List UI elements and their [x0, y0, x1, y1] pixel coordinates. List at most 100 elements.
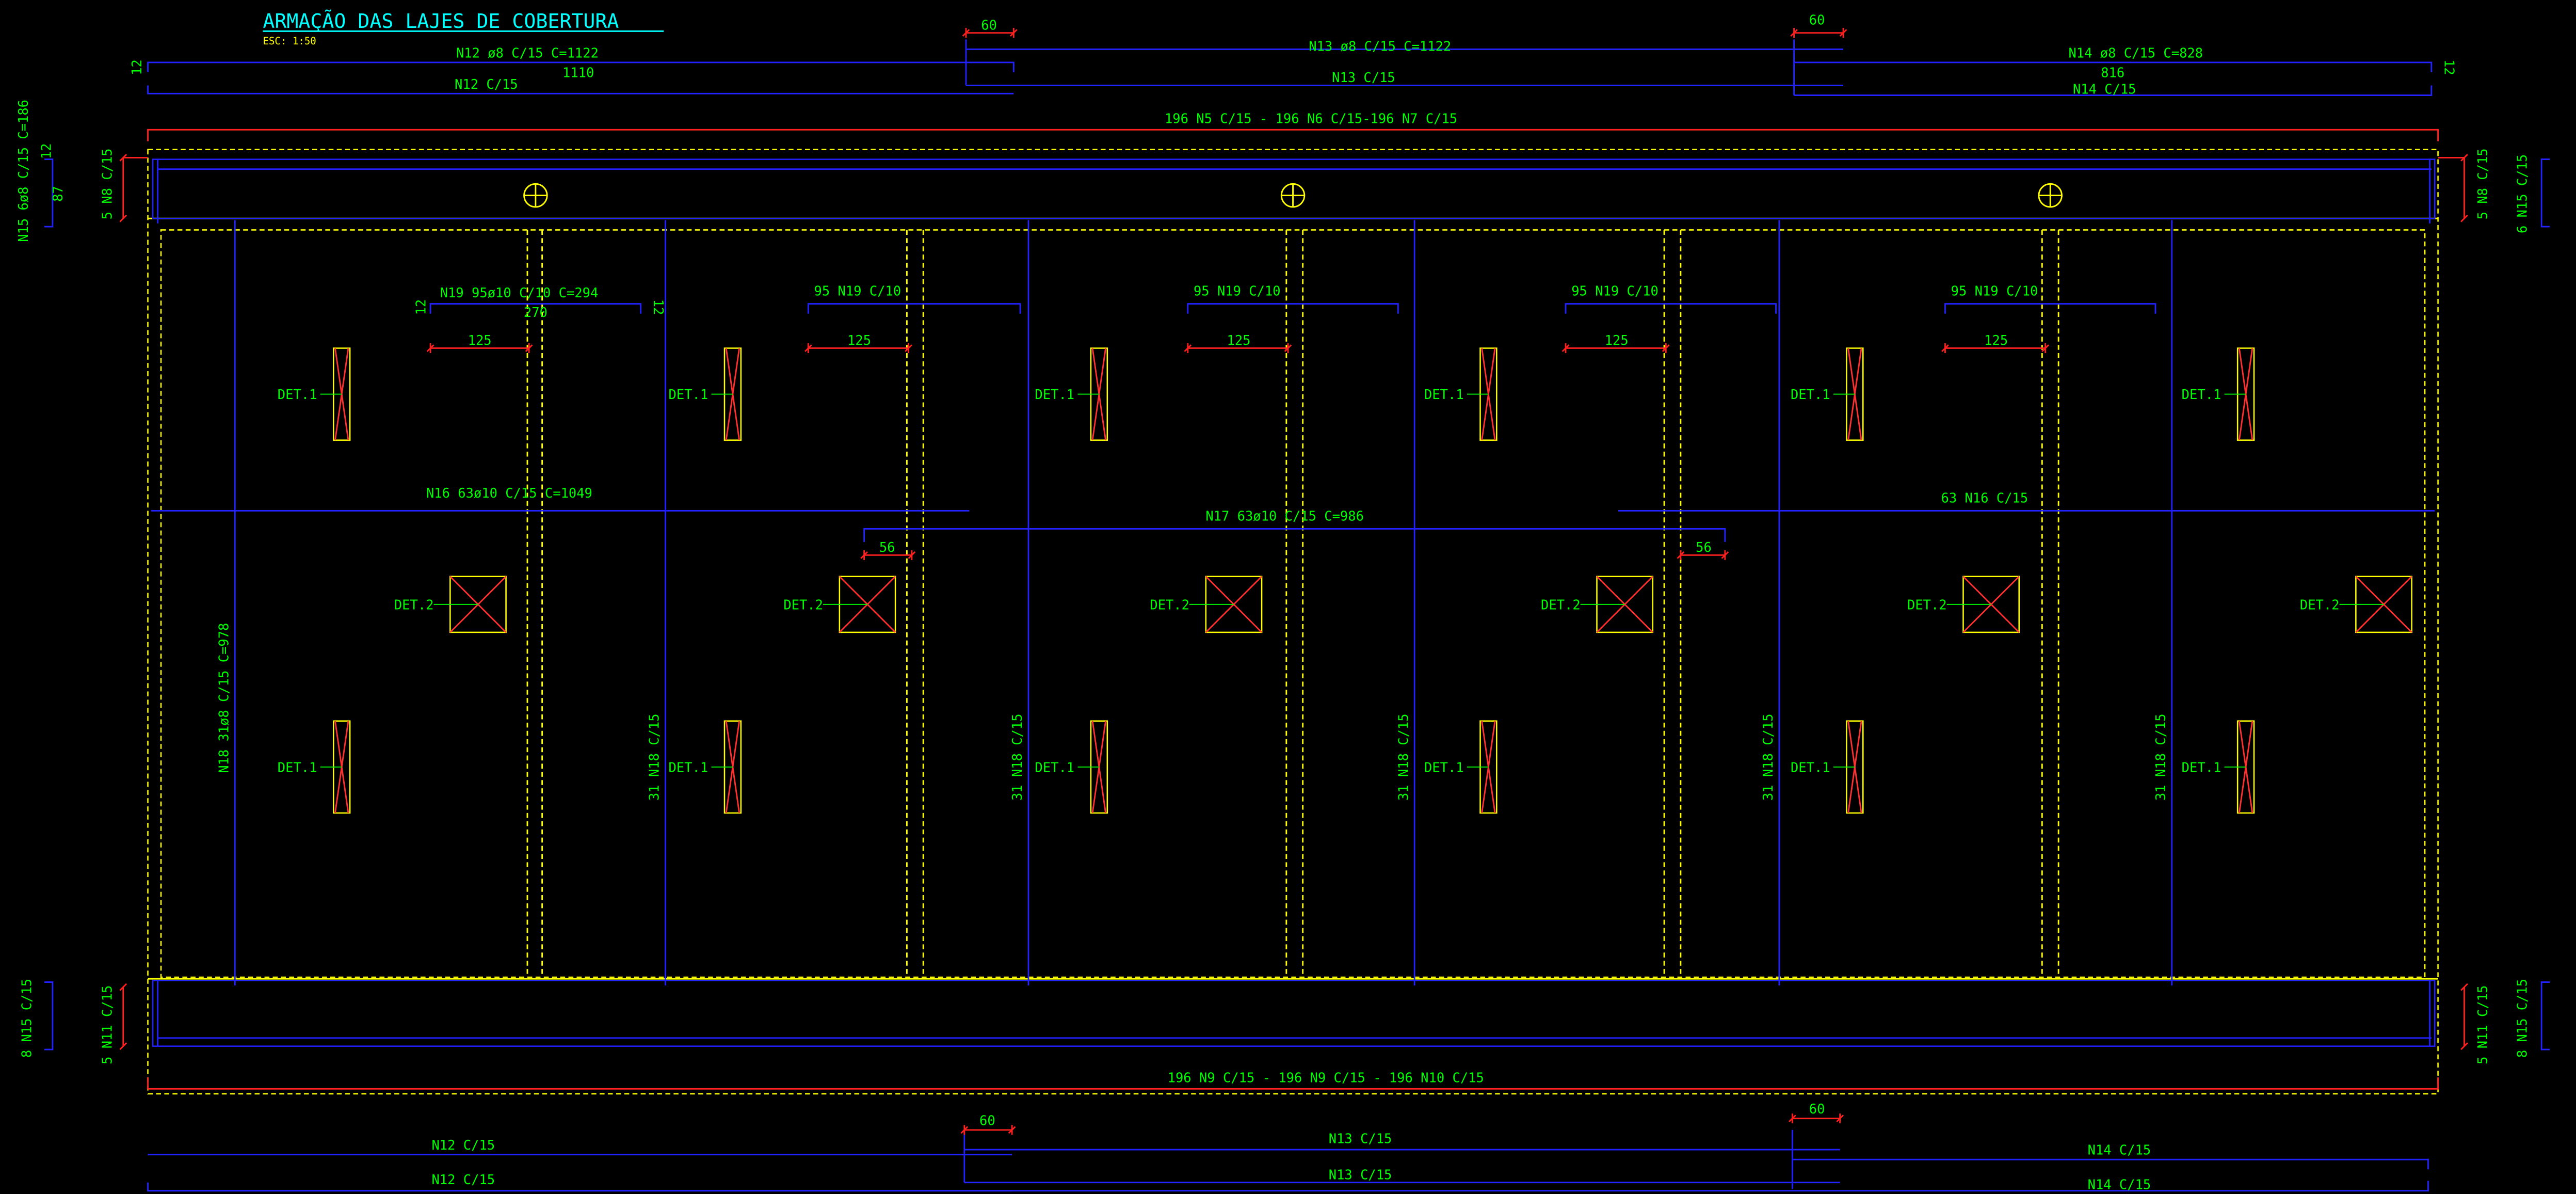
bar-n14-top: [1794, 61, 2433, 72]
det2-label-0: DET.2: [394, 597, 434, 613]
det2-label-5: DET.2: [2300, 597, 2340, 613]
det2-label-3: DET.2: [1541, 597, 1581, 613]
label-lap-top-right: 60: [1809, 13, 1825, 28]
label-n19-first: N19 95ø10 C/10 C=294: [440, 285, 599, 301]
dim-n11-right-tick: [2460, 983, 2468, 991]
slab-inner: [160, 229, 2426, 978]
bar-n14-lower: [1794, 85, 2433, 96]
label-n18-1: 31 N18 C/15: [647, 713, 663, 801]
label-n18-first: N18 31ø8 C/15 C=978: [217, 623, 232, 773]
dim-n11-left-tick: [119, 983, 127, 991]
bar-n12-lower: [147, 85, 1014, 94]
bottom-beam-rebar: [152, 980, 2436, 1047]
det1-label-b0: DET.1: [278, 760, 317, 775]
label-n18-2: 31 N18 C/15: [1010, 713, 1025, 801]
label-n14-bottom-b: N14 C/15: [2088, 1177, 2151, 1192]
det1-label-b1: DET.1: [669, 760, 709, 775]
det1-label-b3: DET.1: [1424, 760, 1464, 775]
label-n19-3: 95 N19 C/10: [1571, 284, 1659, 299]
label-n8-right: 5 N8 C/15: [2475, 148, 2491, 219]
drawing-scale: ESC: 1:50: [263, 35, 316, 47]
label-n12-bottom-a: N12 C/15: [431, 1138, 495, 1153]
det1-label-b5: DET.1: [2182, 760, 2221, 775]
label-n11-left: 5 N11 C/15: [100, 985, 115, 1064]
label-n19-length: 270: [524, 305, 548, 321]
drawing-geometry: [44, 28, 2550, 1192]
label-n11-right: 5 N11 C/15: [2475, 985, 2491, 1064]
bar-n17: [863, 528, 1726, 542]
det1-label-a4: DET.1: [1791, 387, 1830, 403]
label-lap-56-left: 56: [879, 540, 895, 555]
label-n19-4: 95 N19 C/10: [1951, 284, 2038, 299]
label-n12-top: N12 ø8 C/15 C=1122: [456, 45, 599, 61]
label-n18-4: 31 N18 C/15: [1761, 713, 1776, 801]
label-n15-bottom-left: 8 N15 C/15: [19, 979, 35, 1058]
dim-n8-right-tick: [2460, 214, 2468, 222]
label-n12-bottom-b: N12 C/15: [431, 1172, 495, 1188]
label-lap-top-left: 60: [981, 18, 997, 33]
label-n14-hook: 12: [2441, 59, 2456, 75]
label-n14-bottom-a: N14 C/15: [2088, 1143, 2151, 1158]
bar-n15-bottom-right: [2540, 981, 2550, 1050]
det1-label-a1: DET.1: [669, 387, 709, 403]
bar-n15-bottom-left: [44, 981, 54, 1050]
dim-n11-left-tick: [119, 1042, 127, 1050]
bar-n15-top-right: [2540, 158, 2550, 228]
label-n15-top-right: 6 N15 C/15: [2515, 154, 2530, 233]
label-lap-56-right: 56: [1696, 540, 1712, 555]
bar-n19-4: [1944, 303, 2156, 314]
label-n8-left: 5 N8 C/15: [100, 148, 115, 219]
label-n14-length: 816: [2101, 66, 2124, 81]
dim-n11-right-tick: [2460, 1042, 2468, 1050]
label-n19-125-4: 125: [1984, 333, 2008, 348]
bar-n19-1: [807, 303, 1021, 314]
label-lap-bottom-left: 60: [979, 1113, 995, 1128]
label-n15-top-left: N15 6ø8 C/15 C=186: [16, 100, 31, 242]
label-n19-125-1: 125: [847, 333, 871, 348]
det1-label-a0: DET.1: [278, 387, 317, 403]
det2-label-1: DET.2: [783, 597, 823, 613]
det2-label-2: DET.2: [1150, 597, 1189, 613]
label-n12-length: 1110: [562, 66, 594, 81]
label-n13-top: N13 ø8 C/15 C=1122: [1309, 39, 1451, 55]
slab-outline: [147, 149, 2439, 1095]
label-n14-lower: N14 C/15: [2073, 82, 2136, 97]
label-n15-bottom-right: 8 N15 C/15: [2515, 979, 2530, 1058]
label-n19-125-3: 125: [1605, 333, 1629, 348]
bar-n15-top-left: [44, 158, 54, 228]
det1-label-b4: DET.1: [1791, 760, 1830, 775]
label-n14-top: N14 ø8 C/15 C=828: [2068, 45, 2203, 61]
det1-label-a3: DET.1: [1424, 387, 1464, 403]
drawing-title: ARMAÇÃO DAS LAJES DE COBERTURA: [263, 9, 619, 33]
top-beam-rebar: [152, 158, 2436, 219]
det1-label-a2: DET.1: [1035, 387, 1074, 403]
band-bottom-dimension: [147, 1077, 2439, 1090]
bar-n14-bottom-b: [148, 1181, 2429, 1192]
label-lap-bottom-right: 60: [1809, 1102, 1825, 1117]
bar-n14-bottom-a: [1792, 1158, 2429, 1170]
bar-n19-3: [1565, 303, 1777, 314]
label-n16-right: 63 N16 C/15: [1941, 491, 2028, 506]
label-n13-bottom-a: N13 C/15: [1329, 1131, 1392, 1147]
label-n19-2: 95 N19 C/10: [1194, 284, 1281, 299]
label-n19-125-0: 125: [468, 333, 492, 348]
label-n12-lower: N12 C/15: [455, 77, 518, 92]
label-bottom-band: 196 N9 C/15 - 196 N9 C/15 - 196 N10 C/15: [1168, 1071, 1484, 1086]
label-n19-125-2: 125: [1227, 333, 1250, 348]
label-n19-hook-left: 12: [414, 299, 429, 315]
label-n18-3: 31 N18 C/15: [1396, 713, 1411, 801]
label-n19-1: 95 N19 C/10: [814, 284, 901, 299]
label-n15-dim1: 12: [39, 143, 55, 159]
det1-label-b2: DET.1: [1035, 760, 1074, 775]
label-n19-hook-right: 12: [650, 299, 666, 315]
label-n18-5: 31 N18 C/15: [2153, 713, 2169, 801]
label-n17: N17 63ø10 C/15 C=986: [1205, 509, 1364, 524]
label-top-band: 196 N5 C/15 - 196 N6 C/15-196 N7 C/15: [1165, 112, 1457, 127]
bar-n12-top: [147, 61, 1015, 72]
band-top-dimension: [147, 129, 2439, 141]
bar-n19-2: [1187, 303, 1399, 314]
label-n16: N16 63ø10 C/15 C=1049: [426, 486, 592, 501]
